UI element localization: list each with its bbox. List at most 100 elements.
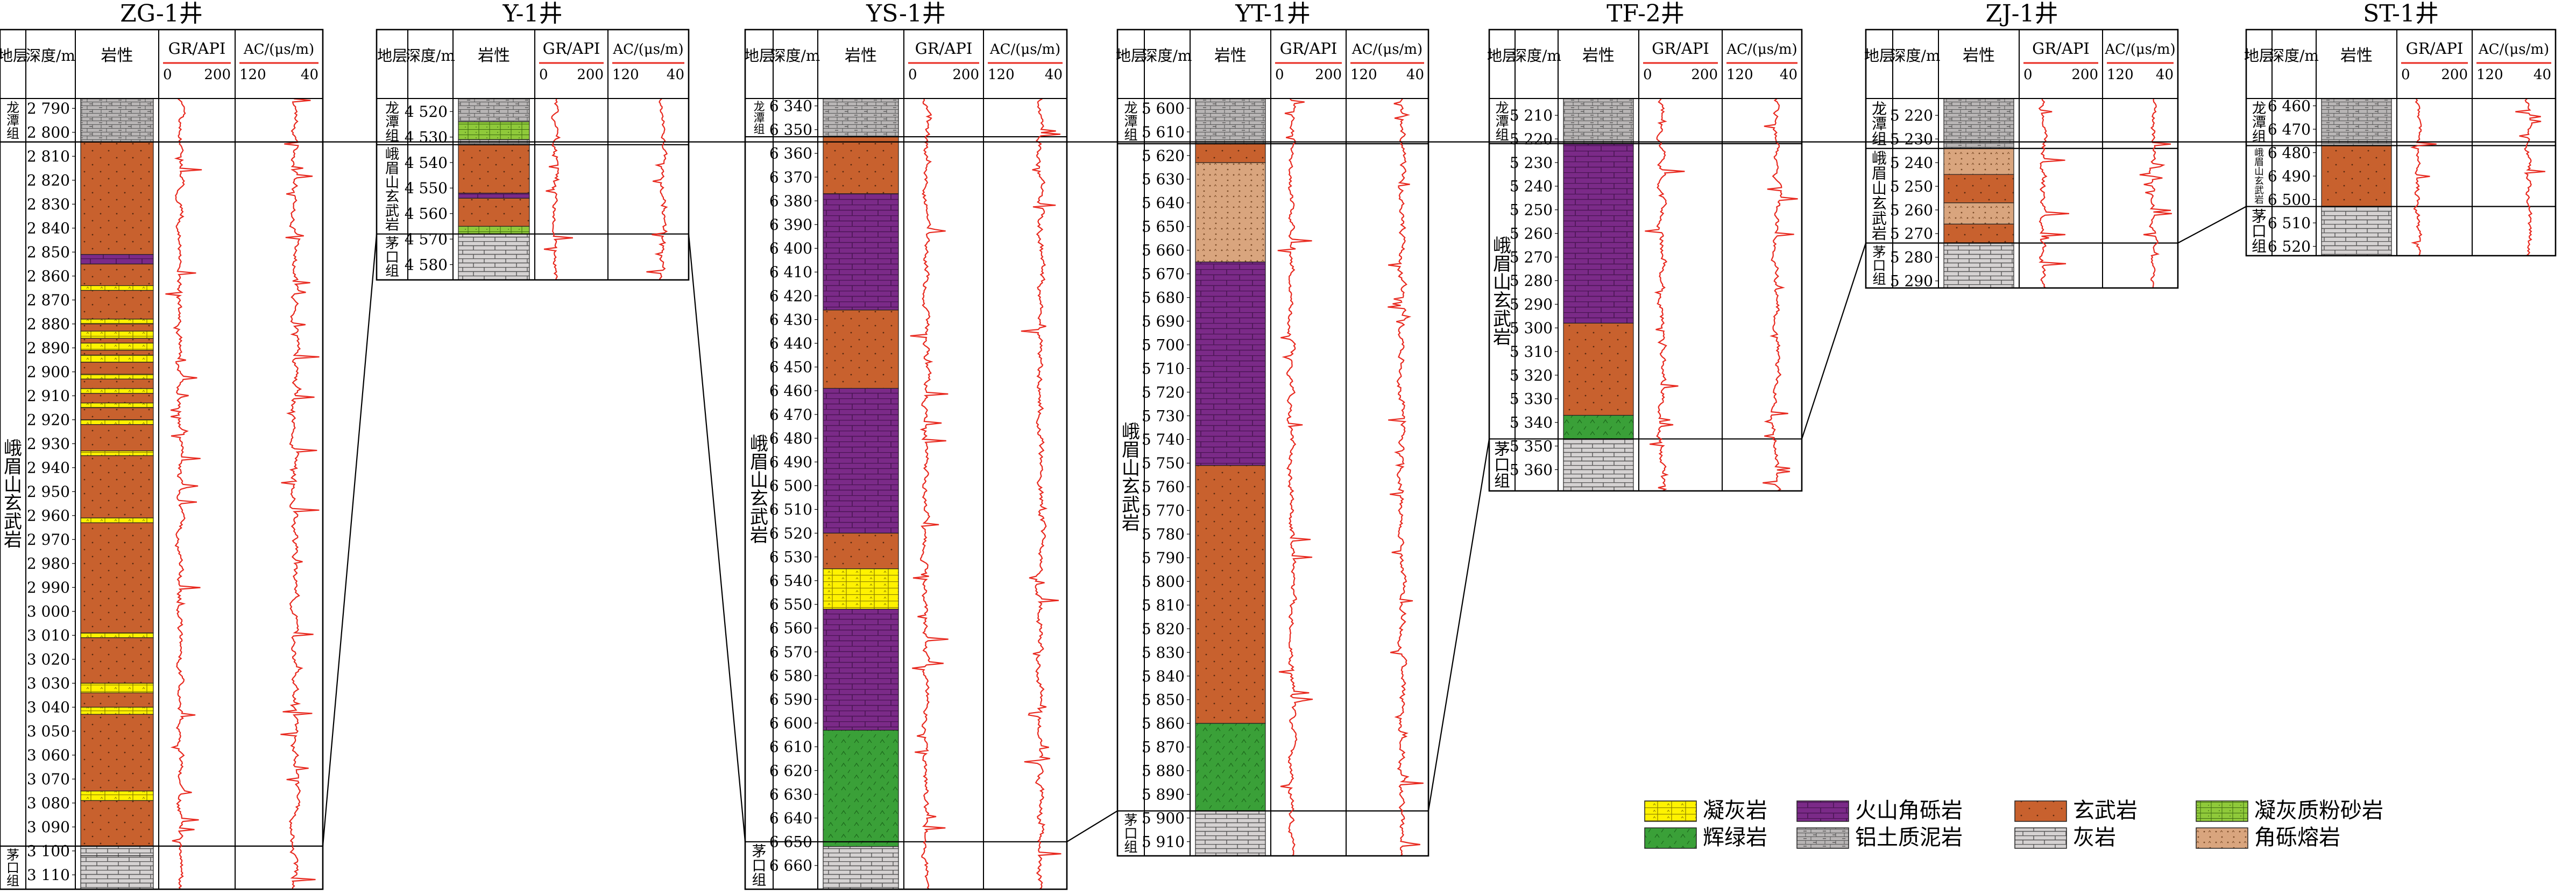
legend-swatch xyxy=(1796,827,1849,849)
depth-tick: 6 390 xyxy=(769,216,812,234)
gr-scale-min: 0 xyxy=(1643,67,1652,83)
depth-tick: 6 490 xyxy=(769,453,812,471)
header-ac: AC/(μs/m) xyxy=(612,41,683,58)
header-ac: AC/(μs/m) xyxy=(2104,41,2175,58)
legend-swatch xyxy=(2196,827,2248,849)
lithology-layer-basalt xyxy=(80,714,154,792)
gr-scale-max: 200 xyxy=(2441,67,2468,83)
depth-tick: 5 290 xyxy=(1890,272,1933,290)
lithology-layer-basalt xyxy=(80,290,154,320)
base-correlation-line xyxy=(2177,206,2247,244)
lithology-layer-diabase xyxy=(1563,414,1634,440)
depth-tick: 5 670 xyxy=(1142,265,1185,283)
lithology-layer-tuff xyxy=(80,517,154,523)
lithology-layer-tuff xyxy=(823,568,899,610)
lithology-layer-breccia xyxy=(823,609,899,731)
depth-tick: 5 240 xyxy=(1510,178,1553,195)
gr-curve xyxy=(1645,98,1685,491)
legend-item-breccia: 火山角砾岩 xyxy=(1796,798,1963,823)
lithology-layer-tuff xyxy=(80,374,154,379)
ac-scale-min: 120 xyxy=(1726,67,1753,83)
lithology-layer-tuff xyxy=(80,355,154,363)
depth-tick: 3 060 xyxy=(27,747,70,764)
formation-label: 峨眉山玄武岩 xyxy=(4,438,22,551)
lithology-layer-limestone xyxy=(2321,206,2392,256)
depth-tick: 3 050 xyxy=(27,722,70,740)
formation-label: 茅口组 xyxy=(385,236,399,280)
formation-label: 龙潭组 xyxy=(2252,101,2266,145)
lithology-layer-diabase xyxy=(1195,723,1266,812)
header-gr: GR/API xyxy=(1652,39,1709,58)
depth-tick: 6 470 xyxy=(769,406,812,424)
lithology-layer-tuffsilt xyxy=(458,121,530,140)
depth-tick: 2 810 xyxy=(27,147,70,165)
correlation-lines xyxy=(0,141,2556,846)
header-depth: 深度/m xyxy=(2269,47,2319,65)
well-name: TF-2井 xyxy=(1607,0,1685,27)
header-formation: 地层 xyxy=(377,47,407,65)
lithology-layer-basalt xyxy=(823,136,899,194)
header-ac: AC/(μs/m) xyxy=(989,41,1060,58)
ac-scale-max: 40 xyxy=(2156,67,2174,83)
depth-tick: 6 500 xyxy=(2268,191,2311,208)
depth-tick: 5 730 xyxy=(1142,407,1185,425)
depth-tick: 5 910 xyxy=(1142,833,1185,850)
depth-tick: 3 110 xyxy=(27,866,70,884)
legend-label: 凝灰质粉砂岩 xyxy=(2254,798,2383,823)
lithology-layer-basalt xyxy=(80,362,154,375)
base-correlation-line xyxy=(1066,810,1118,842)
lithology-layer-tuff xyxy=(80,632,154,638)
lithology-layer-breccia xyxy=(1195,262,1266,466)
ac-curve xyxy=(2139,99,2172,289)
gr-scale-min: 0 xyxy=(539,67,548,83)
depth-tick: 5 280 xyxy=(1510,272,1553,290)
depth-tick: 6 350 xyxy=(769,121,812,139)
depth-tick: 5 270 xyxy=(1890,225,1933,243)
ac-curve xyxy=(1388,98,1424,856)
depth-tick: 3 080 xyxy=(27,794,70,812)
depth-tick: 5 790 xyxy=(1142,549,1185,567)
depth-tick: 5 690 xyxy=(1142,312,1185,330)
depth-tick: 3 040 xyxy=(27,699,70,716)
depth-tick: 2 900 xyxy=(27,363,70,381)
ac-scale-min: 120 xyxy=(988,67,1015,83)
lithology-layer-basalt xyxy=(458,144,530,194)
header-gr: GR/API xyxy=(1280,39,1337,58)
depth-tick: 2 820 xyxy=(27,172,70,189)
depth-tick: 2 870 xyxy=(27,291,70,309)
depth-tick: 5 260 xyxy=(1890,201,1933,219)
depth-tick: 6 510 xyxy=(769,501,812,518)
header-formation: 地层 xyxy=(0,47,28,65)
depth-tick: 6 460 xyxy=(769,382,812,400)
well-name: YT-1井 xyxy=(1235,0,1311,27)
lithology-layer-tuff xyxy=(80,707,154,715)
lithology-layer-bauxite xyxy=(458,98,530,122)
lithology-layer-basalt xyxy=(1195,143,1266,163)
depth-tick: 5 840 xyxy=(1142,667,1185,685)
depth-tick: 5 880 xyxy=(1142,762,1185,780)
ac-scale-max: 40 xyxy=(1406,67,1424,83)
depth-tick: 6 580 xyxy=(769,667,812,685)
depth-tick: 5 220 xyxy=(1510,130,1553,148)
legend-item-bauxite: 铝土质泥岩 xyxy=(1796,825,1963,850)
ac-curve xyxy=(1763,98,1798,491)
depth-tick: 6 480 xyxy=(769,430,812,447)
lithology-layer-basalt xyxy=(80,350,154,356)
formation-label: 龙潭组 xyxy=(6,100,19,141)
lithology-layer-basalt xyxy=(2321,145,2392,207)
gr-curve xyxy=(2410,98,2437,256)
depth-tick: 5 250 xyxy=(1890,178,1933,195)
depth-tick: 2 860 xyxy=(27,268,70,285)
gr-scale-min: 0 xyxy=(163,67,172,83)
lithology-layer-basalt xyxy=(823,310,899,389)
depth-tick: 6 490 xyxy=(2268,167,2311,185)
gr-scale-max: 200 xyxy=(952,67,979,83)
lithology-layer-basalt xyxy=(80,424,154,452)
lithology-layer-bauxite xyxy=(1563,98,1634,144)
legend-label: 角砾熔岩 xyxy=(2254,825,2340,850)
legend-swatch xyxy=(2014,827,2067,849)
